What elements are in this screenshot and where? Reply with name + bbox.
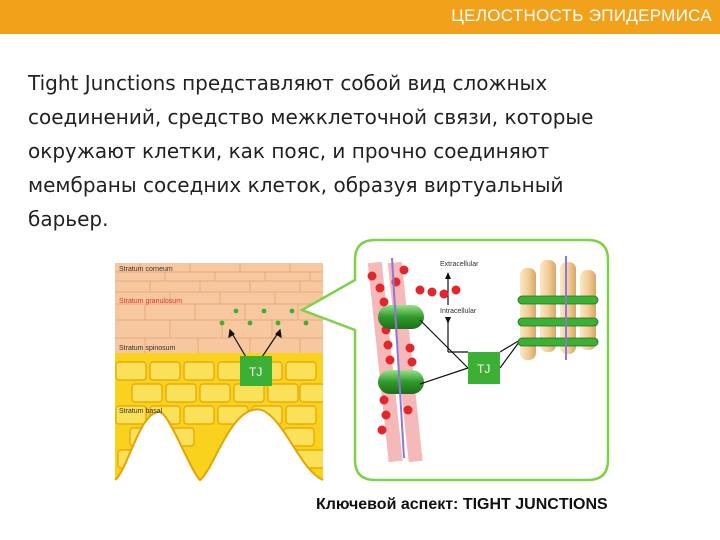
tj-arrows: [228, 328, 282, 358]
slide-title: ЦЕЛОСТНОСТЬ ЭПИДЕРМИСА: [451, 6, 712, 25]
layer-label-granulosum: Stratum granulosum: [119, 298, 182, 305]
tj-label: TJ: [249, 365, 262, 379]
membrane-strands: [367, 257, 461, 463]
stratum-corneum-region: [115, 263, 323, 353]
intracellular-label: Intracellular: [440, 308, 477, 315]
cell-cylinders: [517, 256, 599, 360]
body-paragraph: Tight Junctions представляют собой вид с…: [28, 71, 594, 231]
layer-label-corneum: Stratum corneum: [119, 266, 173, 273]
tj-box-molecular: [468, 352, 500, 384]
tj-box: [240, 356, 272, 386]
extracellular-label: Extracellular: [440, 261, 479, 268]
tj-label-molecular: TJ: [477, 362, 490, 376]
molecular-structure-illustration: Extracellular Intracellular: [367, 256, 599, 463]
header-bar: ЦЕЛОСТНОСТЬ ЭПИДЕРМИСА: [0, 0, 720, 34]
caption: Ключевой аспект: TIGHT JUNCTIONS: [316, 496, 608, 513]
layer-label-spinosum: Stratum spinosum: [119, 345, 176, 352]
layer-label-basal: Stratum basal: [119, 408, 163, 415]
skin-layers-illustration: Stratum corneum Stratum granulosum Strat…: [114, 263, 324, 482]
